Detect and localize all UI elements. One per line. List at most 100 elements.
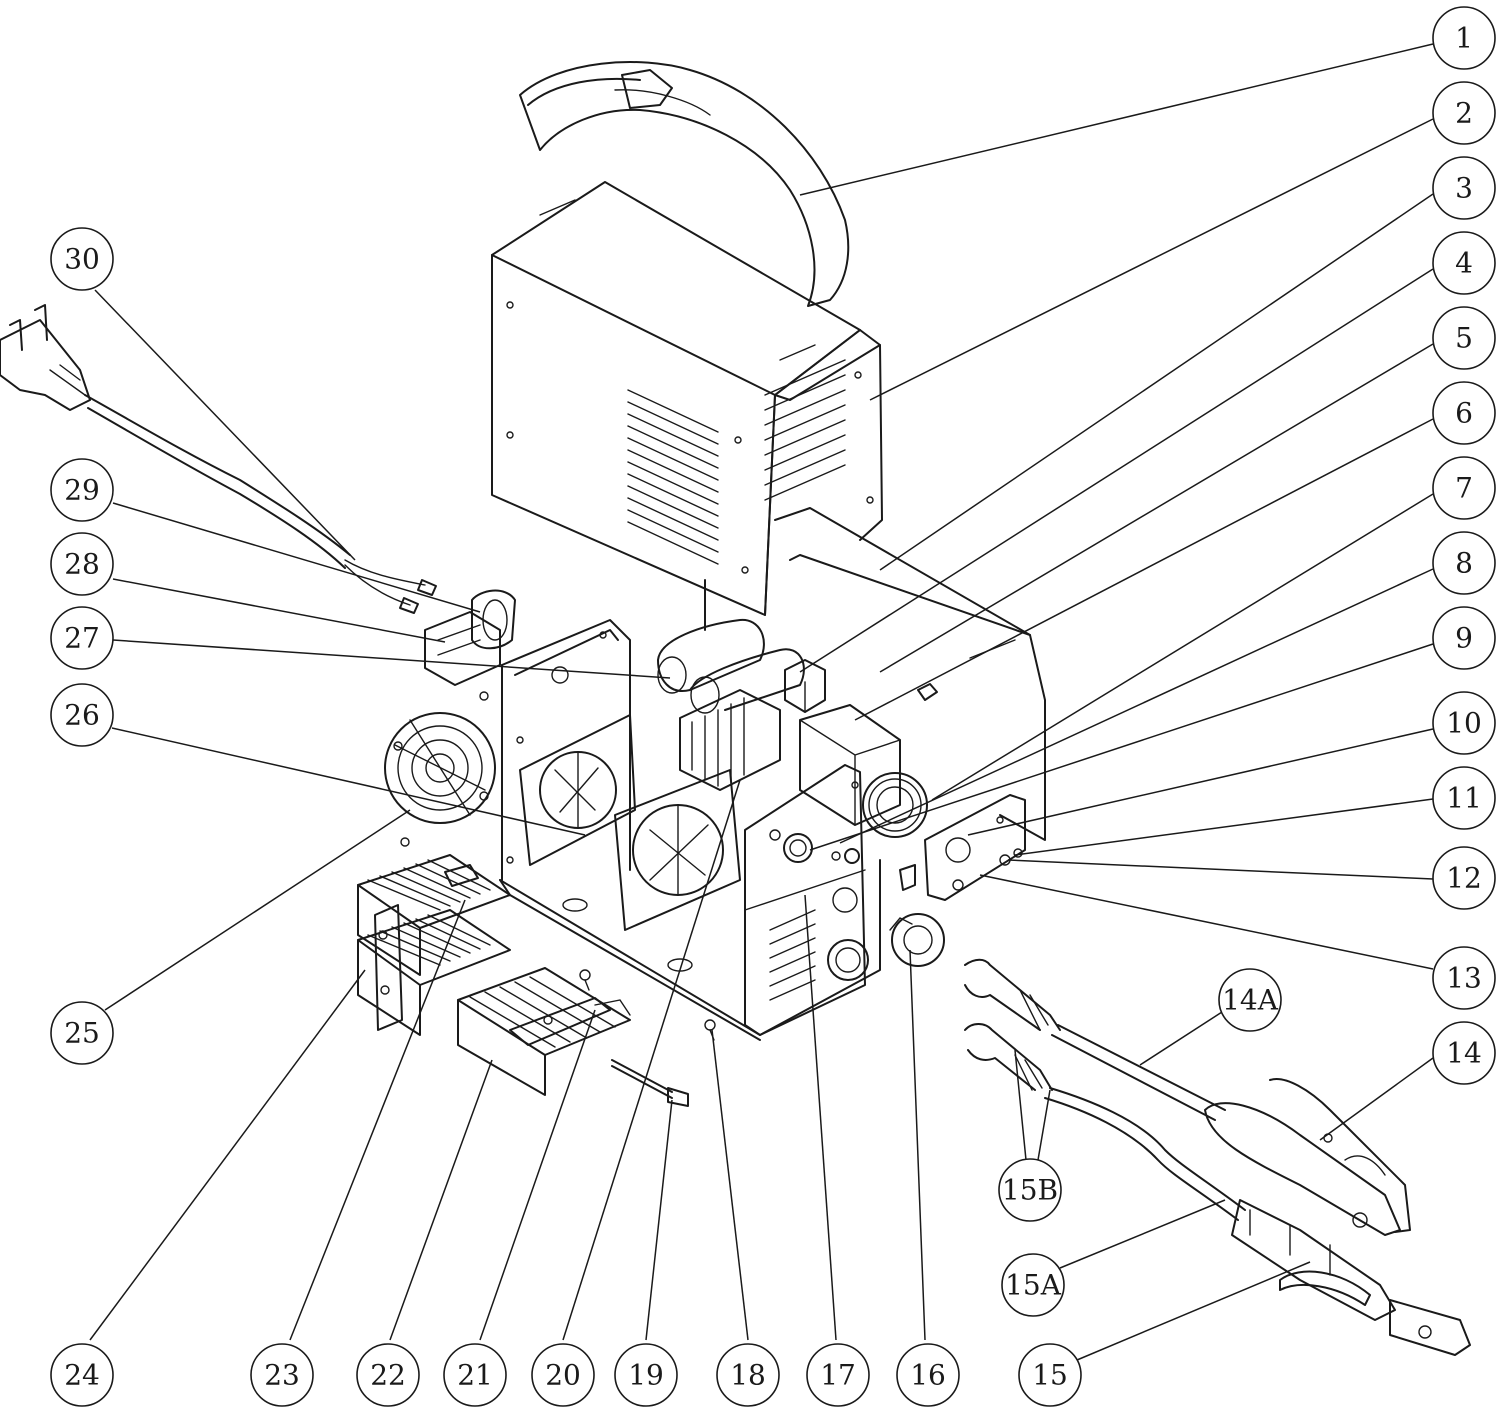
svg-text:13: 13	[1446, 962, 1482, 995]
earth-clamp	[1204, 1078, 1411, 1236]
callout-17: 17	[806, 1343, 870, 1407]
callout-labels: 1 2 3 4 5 6 7 8 9 10 11 12 13 14A 14 15B…	[50, 6, 1496, 1407]
callout-14: 14	[1432, 1021, 1496, 1085]
svg-text:20: 20	[545, 1359, 581, 1392]
thermal-sensor	[611, 1059, 689, 1107]
inner-divider-panel	[704, 507, 1046, 841]
front-panel-louvers	[769, 909, 816, 1001]
callout-16: 16	[896, 1343, 960, 1407]
svg-text:2: 2	[1455, 97, 1473, 130]
svg-text:12: 12	[1446, 862, 1482, 895]
electrode-cable	[964, 1023, 1246, 1221]
callout-2: 2	[1432, 81, 1496, 145]
callout-29: 29	[50, 458, 114, 522]
svg-text:22: 22	[370, 1359, 406, 1392]
callout-10: 10	[1432, 691, 1496, 755]
callout-25: 25	[50, 1001, 114, 1065]
rear-clip	[917, 683, 938, 701]
svg-text:15B: 15B	[1002, 1174, 1058, 1207]
callout-18: 18	[716, 1343, 780, 1407]
igbt-heatsink-lower	[357, 909, 511, 1036]
svg-text:14A: 14A	[1222, 984, 1279, 1017]
front-panel	[744, 764, 869, 1036]
callout-15: 15	[1018, 1343, 1082, 1407]
screws	[579, 969, 716, 1041]
callout-3: 3	[1432, 156, 1496, 220]
callout-6: 6	[1432, 381, 1496, 445]
cooling-fan-front	[614, 769, 741, 931]
svg-text:5: 5	[1455, 322, 1473, 355]
callout-8: 8	[1432, 531, 1496, 595]
svg-text:27: 27	[64, 622, 100, 655]
cooling-fan-rear	[519, 714, 636, 866]
callout-26: 26	[50, 683, 114, 747]
callout-27: 27	[50, 606, 114, 670]
callout-20: 20	[531, 1343, 595, 1407]
callout-14A: 14A	[1218, 968, 1282, 1032]
side-vent-louvers	[627, 389, 719, 565]
svg-text:25: 25	[64, 1017, 100, 1050]
callout-21: 21	[443, 1343, 507, 1407]
svg-text:4: 4	[1455, 247, 1473, 280]
svg-text:17: 17	[820, 1359, 856, 1392]
svg-text:28: 28	[64, 548, 100, 581]
earth-clamp-cable	[964, 958, 1226, 1121]
callout-19: 19	[614, 1343, 678, 1407]
rear-terminal-plate	[924, 794, 1026, 901]
callout-13: 13	[1432, 946, 1496, 1010]
mains-plug	[0, 304, 91, 411]
svg-text:9: 9	[1455, 622, 1473, 655]
svg-text:30: 30	[64, 243, 100, 276]
svg-text:15A: 15A	[1005, 1269, 1062, 1302]
panel-clip	[899, 864, 916, 891]
capacitors	[657, 618, 805, 714]
clamp-bar	[374, 904, 403, 1031]
callout-12: 12	[1432, 846, 1496, 910]
fan-guard	[384, 691, 496, 847]
leader-lines	[89, 43, 1434, 1361]
svg-text:8: 8	[1455, 547, 1473, 580]
callout-1: 1	[1432, 6, 1496, 70]
svg-text:10: 10	[1446, 707, 1482, 740]
top-cover	[491, 181, 883, 616]
relay-block	[784, 659, 826, 713]
callout-30: 30	[50, 227, 114, 291]
callout-15A: 15A	[1001, 1253, 1065, 1317]
svg-text:15: 15	[1032, 1359, 1068, 1392]
callout-23: 23	[250, 1343, 314, 1407]
electrode-holder	[1231, 1199, 1471, 1356]
svg-text:29: 29	[64, 474, 100, 507]
output-socket	[889, 913, 945, 967]
svg-text:6: 6	[1455, 397, 1473, 430]
svg-text:3: 3	[1455, 172, 1473, 205]
callout-22: 22	[356, 1343, 420, 1407]
svg-text:18: 18	[730, 1359, 766, 1392]
svg-text:1: 1	[1455, 22, 1473, 55]
svg-text:7: 7	[1455, 472, 1473, 505]
callout-9: 9	[1432, 606, 1496, 670]
svg-text:14: 14	[1446, 1037, 1482, 1070]
base-chassis	[499, 619, 881, 1041]
diode-heatsink	[457, 967, 631, 1096]
callout-15B: 15B	[998, 1158, 1062, 1222]
carry-handle	[519, 61, 850, 307]
callout-11: 11	[1432, 766, 1496, 830]
control-knob	[831, 848, 860, 864]
igbt-heatsink-upper	[357, 854, 511, 976]
svg-text:16: 16	[910, 1359, 946, 1392]
callout-5: 5	[1432, 306, 1496, 370]
transformer	[799, 704, 901, 826]
svg-text:23: 23	[264, 1359, 300, 1392]
welder-exploded-drawing	[0, 61, 1471, 1356]
toroid-choke	[862, 772, 928, 838]
cable-gland	[471, 589, 516, 650]
svg-text:21: 21	[457, 1359, 493, 1392]
svg-text:19: 19	[628, 1359, 664, 1392]
rear-vent-louvers	[764, 359, 846, 501]
callout-4: 4	[1432, 231, 1496, 295]
mains-cable	[84, 394, 437, 614]
svg-text:26: 26	[64, 699, 100, 732]
svg-text:11: 11	[1446, 782, 1482, 815]
callout-7: 7	[1432, 456, 1496, 520]
